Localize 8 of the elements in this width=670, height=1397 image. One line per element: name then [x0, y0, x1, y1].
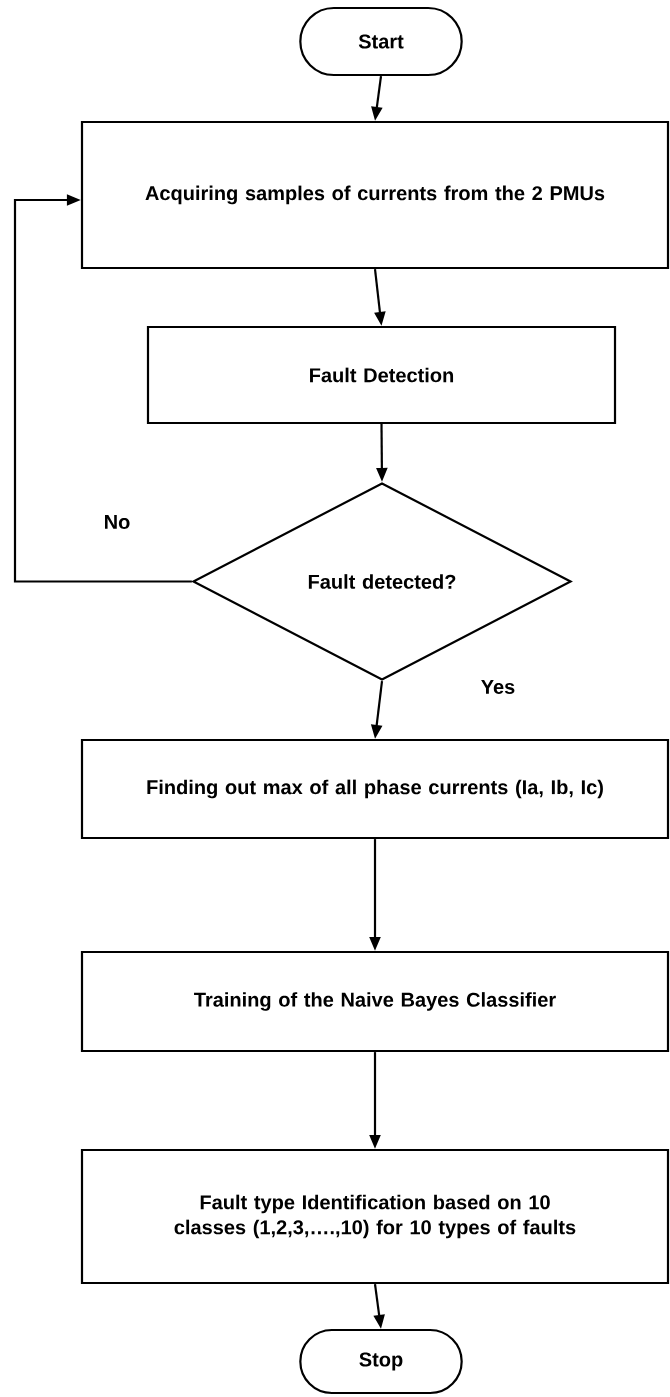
process-box: Training of the Naive Bayes Classifier [80, 950, 670, 1053]
arrow [13, 194, 192, 583]
process-box: Fault type Identification based on 10 classes (1,2,3,….,10) for 10 types of faults [80, 1148, 670, 1285]
process-box: Finding out max of all phase currents (Ia, Ib, Ic) [80, 738, 670, 840]
process-box: Acquiring samples of currents from the 2 PMUs [80, 120, 670, 270]
edge-label: No [102, 514, 132, 530]
edge-label: Yes [479, 679, 517, 695]
process-box: Fault Detection [146, 325, 617, 425]
